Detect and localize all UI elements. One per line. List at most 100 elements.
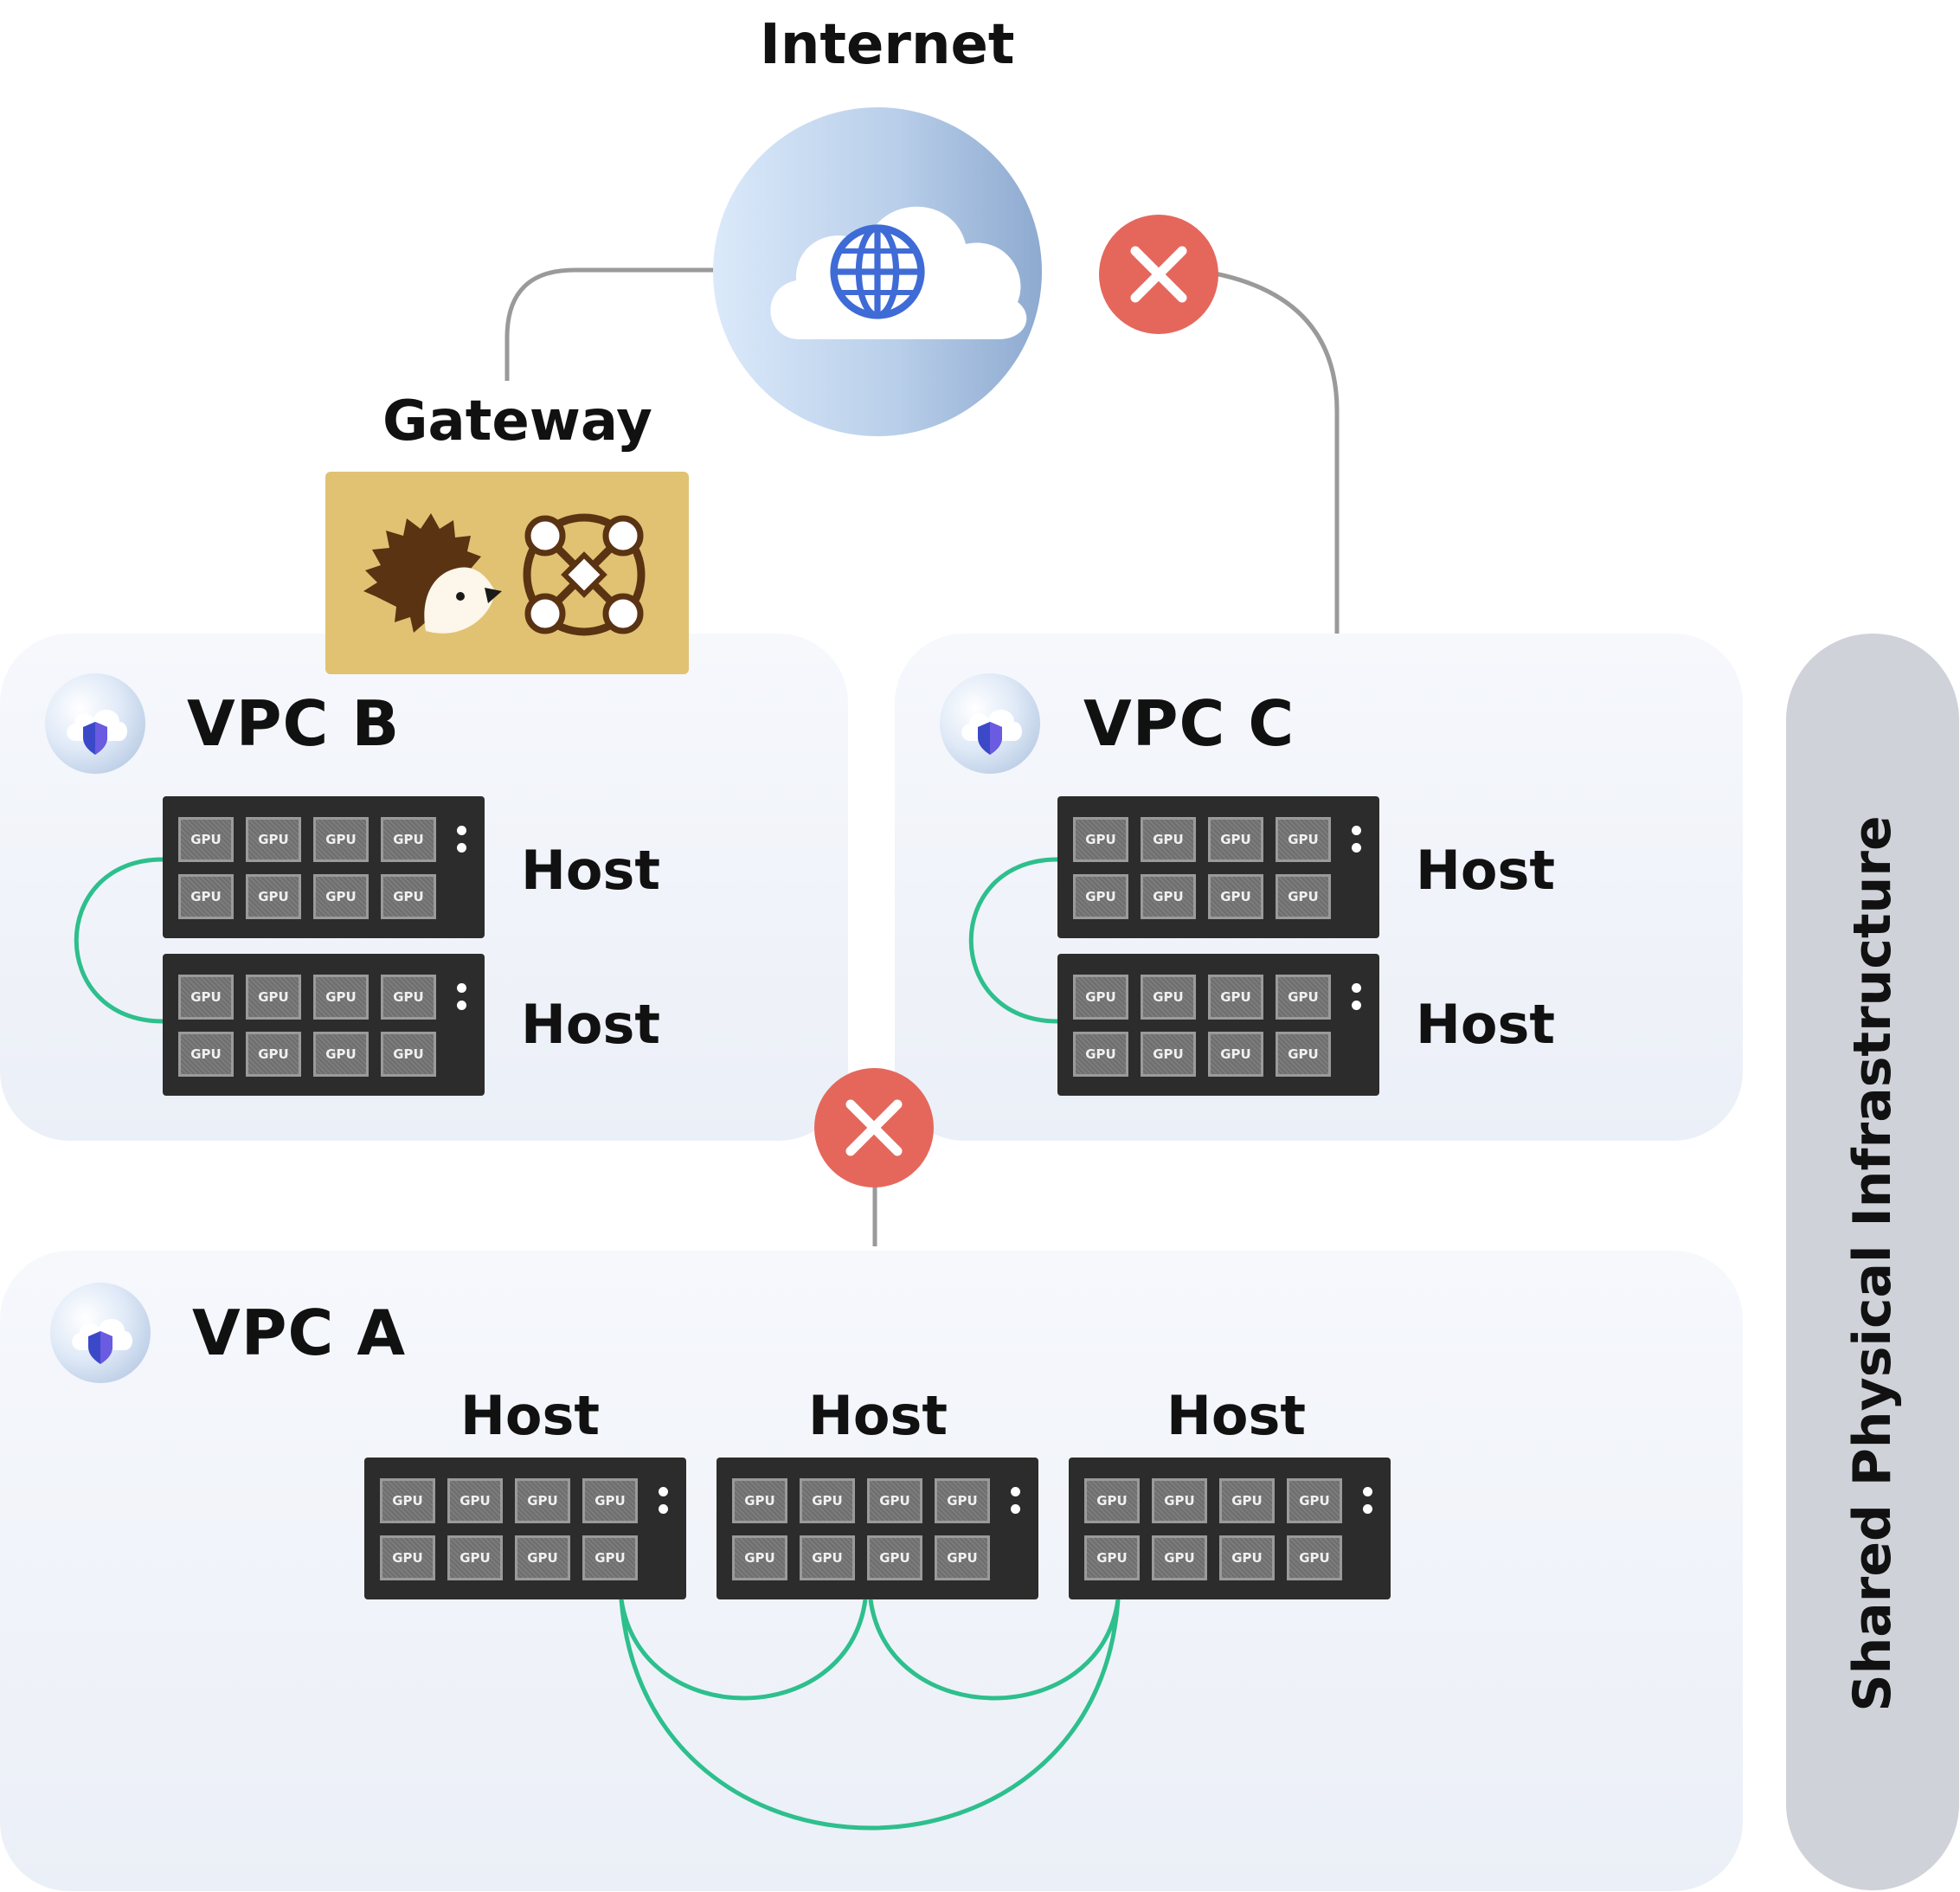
- gpu-chip: GPU: [313, 975, 369, 1020]
- vpc-c-server-2: GPU GPU GPU GPU GPU GPU GPU GPU: [1057, 954, 1379, 1096]
- gpu-chip: GPU: [178, 817, 234, 862]
- gpu-chip: GPU: [1141, 817, 1196, 862]
- gpu-chip: GPU: [582, 1535, 638, 1580]
- status-led: [1363, 1487, 1372, 1496]
- gpu-chip: GPU: [1073, 817, 1128, 862]
- gpu-chip: GPU: [313, 1032, 369, 1077]
- gpu-chip: GPU: [1084, 1535, 1140, 1580]
- gateway-label: Gateway: [382, 389, 652, 454]
- vpc-blocked-badge: [814, 1068, 934, 1187]
- vpc-a-link-1-3: [619, 1599, 1121, 1831]
- status-led: [1363, 1504, 1372, 1514]
- vpc-b-icon: [45, 673, 145, 774]
- gpu-chip: GPU: [1276, 874, 1331, 919]
- gpu-chip: GPU: [381, 874, 436, 919]
- status-led: [1352, 826, 1361, 835]
- gpu-chip: GPU: [515, 1535, 570, 1580]
- cloud-shield-icon: [961, 709, 1022, 755]
- gpu-chip: GPU: [381, 975, 436, 1020]
- gpu-chip: GPU: [1208, 817, 1263, 862]
- vpc-b-host-label-1: Host: [521, 839, 661, 902]
- status-led: [457, 983, 466, 993]
- vpc-c-icon: [940, 673, 1040, 774]
- internet-node: [713, 107, 1042, 436]
- gpu-chip: GPU: [800, 1478, 855, 1523]
- close-icon: [845, 1099, 903, 1156]
- status-led: [1352, 983, 1361, 993]
- gpu-chip: GPU: [800, 1535, 855, 1580]
- status-led: [659, 1504, 668, 1514]
- gpu-chip: GPU: [381, 817, 436, 862]
- gpu-chip: GPU: [1084, 1478, 1140, 1523]
- vpc-a-link-1-2: [619, 1599, 868, 1701]
- status-led: [659, 1487, 668, 1496]
- vpc-c-host-label-1: Host: [1416, 839, 1556, 902]
- vpc-b-host-label-2: Host: [521, 993, 661, 1056]
- gpu-chip: GPU: [246, 817, 301, 862]
- status-led: [457, 843, 466, 853]
- vpc-a-host-label-2: Host: [808, 1384, 948, 1447]
- gpu-chip: GPU: [381, 1032, 436, 1077]
- gpu-chip: GPU: [313, 817, 369, 862]
- globe-icon: [830, 224, 925, 319]
- gpu-chip: GPU: [582, 1478, 638, 1523]
- vpc-a-host-label-3: Host: [1166, 1384, 1307, 1447]
- gpu-chip: GPU: [1219, 1535, 1275, 1580]
- vpc-c-host-link: [968, 857, 1058, 1024]
- gpu-chip: GPU: [1208, 975, 1263, 1020]
- vpc-a-icon: [50, 1283, 151, 1383]
- gpu-chip: GPU: [1276, 975, 1331, 1020]
- gpu-chip: GPU: [380, 1535, 435, 1580]
- hedgehog-logo-icon: [363, 513, 502, 634]
- gpu-chip: GPU: [1219, 1478, 1275, 1523]
- internet-vpc-c-line: [1214, 271, 1340, 634]
- gpu-chip: GPU: [246, 975, 301, 1020]
- cloud-shield-icon: [72, 1318, 132, 1364]
- status-led: [1352, 843, 1361, 853]
- gpu-chip: GPU: [1208, 874, 1263, 919]
- vpc-b-title: VPC B: [187, 687, 401, 760]
- internet-label: Internet: [760, 13, 1015, 77]
- status-led: [457, 1001, 466, 1010]
- status-led: [1011, 1487, 1020, 1496]
- gpu-chip: GPU: [1276, 817, 1331, 862]
- gpu-chip: GPU: [515, 1478, 570, 1523]
- vpc-c-title: VPC C: [1083, 687, 1295, 760]
- gateway-internet-line: [504, 267, 713, 381]
- gpu-chip: GPU: [1073, 1032, 1128, 1077]
- gpu-chip: GPU: [935, 1478, 990, 1523]
- gpu-chip: GPU: [1141, 874, 1196, 919]
- gpu-chip: GPU: [1208, 1032, 1263, 1077]
- status-led: [457, 826, 466, 835]
- gpu-chip: GPU: [1287, 1535, 1342, 1580]
- gpu-chip: GPU: [246, 1032, 301, 1077]
- gpu-chip: GPU: [380, 1478, 435, 1523]
- gpu-chip: GPU: [178, 975, 234, 1020]
- gpu-chip: GPU: [732, 1535, 787, 1580]
- gpu-chip: GPU: [447, 1478, 503, 1523]
- network-mesh-icon: [523, 513, 646, 636]
- gpu-chip: GPU: [1276, 1032, 1331, 1077]
- gpu-chip: GPU: [313, 874, 369, 919]
- gpu-chip: GPU: [1141, 975, 1196, 1020]
- vpc-b-host-link: [74, 857, 164, 1024]
- shared-infrastructure-bar: [1786, 634, 1959, 1890]
- gpu-chip: GPU: [867, 1535, 922, 1580]
- status-led: [1352, 1001, 1361, 1010]
- gpu-chip: GPU: [867, 1478, 922, 1523]
- gpu-chip: GPU: [1073, 975, 1128, 1020]
- gpu-chip: GPU: [246, 874, 301, 919]
- vpc-c-host-label-2: Host: [1416, 993, 1556, 1056]
- vpc-a-title: VPC A: [192, 1297, 407, 1369]
- gpu-chip: GPU: [1141, 1032, 1196, 1077]
- gpu-chip: GPU: [732, 1478, 787, 1523]
